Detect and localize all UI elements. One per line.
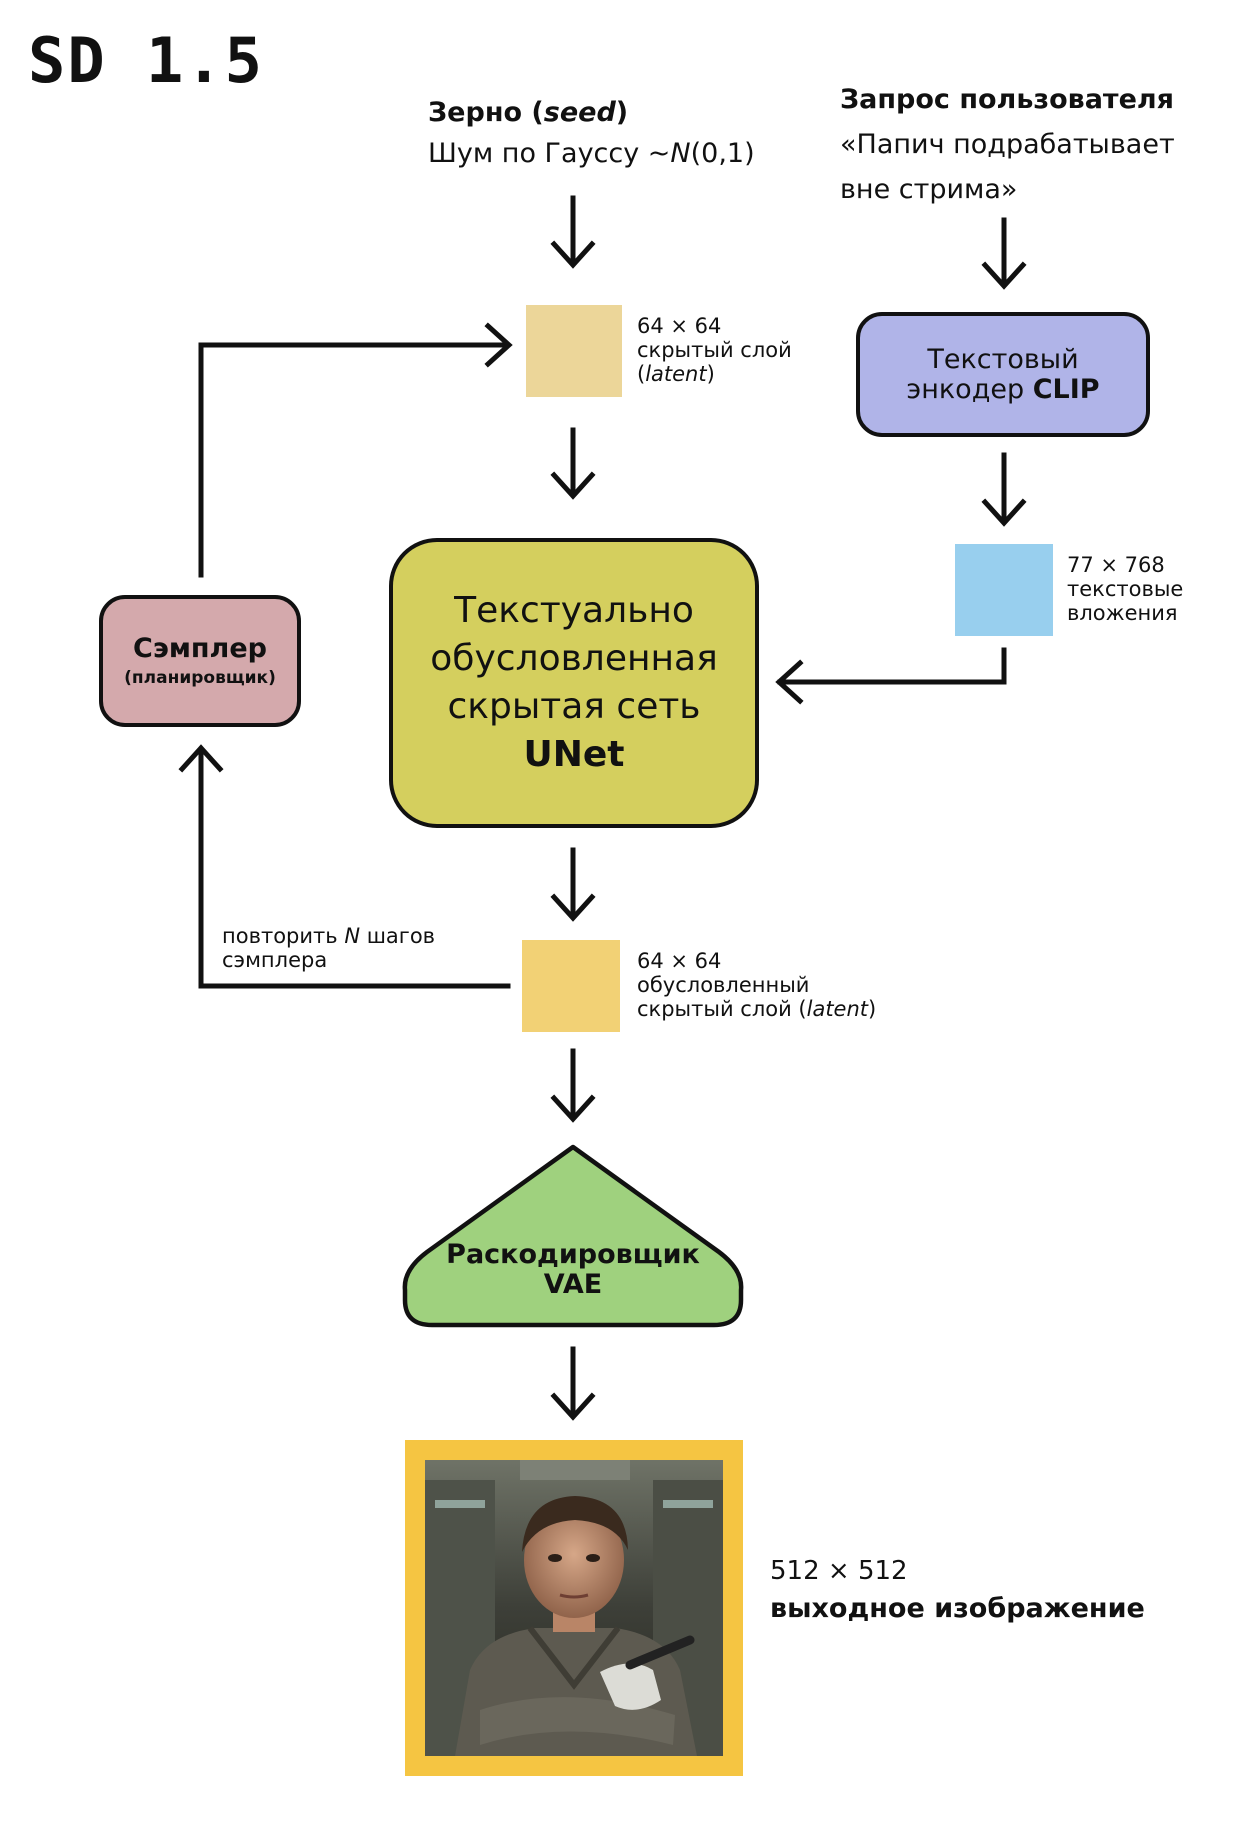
seed-noise: Шум по Гауссу ~N(0,1) xyxy=(428,131,768,177)
seed-noise-italic: N xyxy=(670,138,691,169)
unet-line1: Текстуально xyxy=(454,590,694,631)
latent-input-line2: скрытый слой xyxy=(637,338,792,362)
latent-input-open: ( xyxy=(637,362,646,386)
output-text: выходное изображение xyxy=(770,1593,1145,1624)
latent-output-size: 64 × 64 xyxy=(637,949,722,973)
latent-output-square xyxy=(522,940,620,1032)
arrow-prompt-to-clip-head xyxy=(981,261,1027,290)
latent-output-close: ) xyxy=(868,997,877,1021)
arrow-clip-to-embeddings-head xyxy=(981,498,1027,527)
repeat-line1: повторить N шагов xyxy=(222,924,502,948)
latent-output-prefix: скрытый слой ( xyxy=(637,997,807,1021)
latent-input-size: 64 × 64 xyxy=(637,314,722,338)
prompt-block: Запрос пользователя «Папич подрабатывает… xyxy=(840,77,1250,212)
seed-noise-prefix: Шум по Гауссу ~ xyxy=(428,138,671,169)
unet-line3: скрытая сеть xyxy=(447,686,701,727)
arrow-sampler-to-latent-head xyxy=(484,322,513,368)
unet-box: Текстуально обусловленная скрытая сеть U… xyxy=(389,538,759,828)
arrow-latent-to-unet-head xyxy=(550,471,596,500)
seed-heading-italic: seed xyxy=(543,97,616,128)
arrow-latent-out-to-sampler-head xyxy=(178,744,224,773)
latent-input-square xyxy=(526,305,622,397)
clip-encoder-box: Текстовый энкодер CLIP xyxy=(856,312,1150,437)
clip-line2-reg: энкодер xyxy=(906,373,1033,405)
arrow-latent-out-to-sampler xyxy=(198,748,511,989)
repeat-suffix: шагов xyxy=(360,924,436,948)
clip-line1: Текстовый xyxy=(927,343,1079,375)
repeat-italic: N xyxy=(344,924,361,948)
clip-line2-bold: CLIP xyxy=(1032,373,1100,405)
output-image-frame xyxy=(405,1440,743,1776)
arrow-embeddings-to-unet xyxy=(777,647,1007,685)
latent-input-italic: latent xyxy=(645,362,707,386)
output-size: 512 × 512 xyxy=(770,1556,908,1586)
arrow-latent-out-to-vae-head xyxy=(550,1094,596,1123)
arrow-vae-to-output-head xyxy=(550,1392,596,1421)
latent-output-italic: latent xyxy=(806,997,869,1021)
output-image xyxy=(425,1460,723,1756)
vae-line1: Раскодировщик xyxy=(446,1239,700,1270)
repeat-line2: сэмплера xyxy=(222,948,328,972)
sampler-box: Сэмплер (планировщик) xyxy=(99,595,301,727)
clip-line2: энкодер CLIP xyxy=(906,373,1100,405)
repeat-prefix: повторить xyxy=(222,924,345,948)
latent-input-line3: (latent) xyxy=(637,362,837,386)
arrow-sampler-to-latent xyxy=(198,342,509,578)
embeddings-line2: текстовые xyxy=(1067,577,1184,601)
seed-noise-suffix: (0,1) xyxy=(690,138,755,169)
seed-block: Зерно (seed) Шум по Гауссу ~N(0,1) xyxy=(428,95,768,177)
output-label: 512 × 512 выходное изображение xyxy=(770,1552,1240,1628)
embeddings-line3: вложения xyxy=(1067,601,1178,625)
arrow-seed-to-latent-head xyxy=(550,240,596,269)
unet-line2: обусловленная xyxy=(430,638,718,679)
embeddings-square xyxy=(955,544,1053,636)
latent-output-line3: скрытый слой (latent) xyxy=(637,997,937,1021)
prompt-heading: Запрос пользователя xyxy=(840,84,1175,115)
latent-input-label: 64 × 64 скрытый слой (latent) xyxy=(637,314,837,386)
sampler-subtitle: (планировщик) xyxy=(124,668,276,688)
prompt-line1: «Папич подрабатывает xyxy=(840,129,1175,160)
vae-label: Раскодировщик VAE xyxy=(405,1240,741,1300)
seed-heading: Зерно (seed) xyxy=(428,95,768,131)
diagram-title: SD 1.5 xyxy=(28,24,264,97)
seed-heading-main: Зерно ( xyxy=(428,97,544,128)
embeddings-label: 77 × 768 текстовые вложения xyxy=(1067,553,1247,625)
arrow-embeddings-to-unet-head xyxy=(775,659,804,705)
repeat-label: повторить N шагов сэмплера xyxy=(222,924,502,972)
latent-output-line2: обусловленный xyxy=(637,973,810,997)
arrow-unet-to-latent-out-head xyxy=(550,893,596,922)
vae-line2: VAE xyxy=(543,1269,603,1300)
unet-line4: UNet xyxy=(523,734,625,775)
latent-input-close: ) xyxy=(706,362,715,386)
seed-heading-close: ) xyxy=(615,97,629,128)
embeddings-size: 77 × 768 xyxy=(1067,553,1165,577)
prompt-line2: вне стрима» xyxy=(840,174,1018,205)
latent-output-label: 64 × 64 обусловленный скрытый слой (late… xyxy=(637,949,937,1021)
vae-shape xyxy=(402,1144,744,1328)
sampler-title: Сэмплер xyxy=(133,633,267,664)
